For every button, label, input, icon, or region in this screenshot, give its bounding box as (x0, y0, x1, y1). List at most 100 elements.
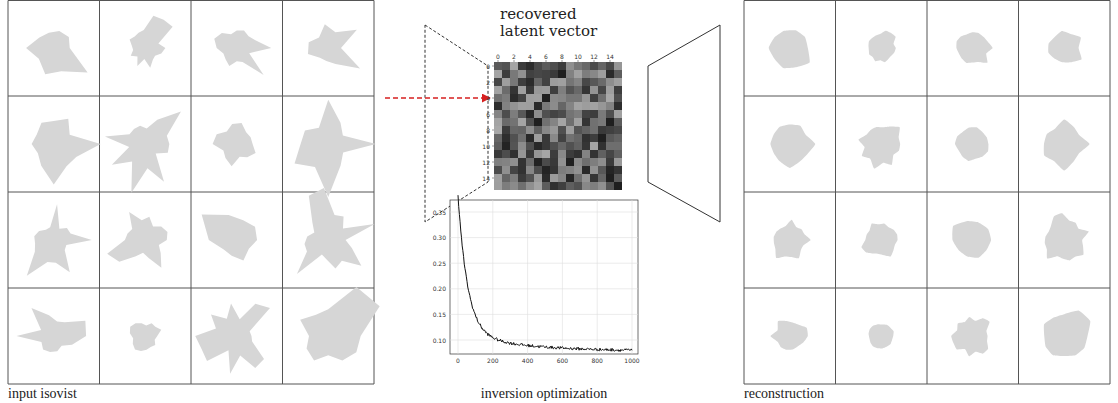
latent-cell (534, 166, 542, 174)
isovist-shape (300, 287, 379, 360)
latent-cell (494, 150, 502, 158)
latent-cell (526, 150, 534, 158)
latent-cell (502, 126, 510, 134)
latent-cell (614, 118, 622, 126)
latent-cell (550, 94, 558, 102)
latent-cell (558, 78, 566, 86)
latent-cell (566, 62, 574, 70)
latent-cell (502, 150, 510, 158)
latent-cell (558, 94, 566, 102)
latent-cell (510, 102, 518, 110)
isovist-shape (955, 127, 988, 161)
latent-cell (590, 166, 598, 174)
latent-cell (550, 110, 558, 118)
latent-cell (550, 62, 558, 70)
isovist-shape (951, 317, 989, 356)
latent-cell (558, 142, 566, 150)
latent-cell (510, 126, 518, 134)
latent-cell (534, 70, 542, 78)
latent-cell (558, 166, 566, 174)
isovist-shape (774, 220, 811, 258)
latent-cell (574, 94, 582, 102)
isovist-shape (16, 308, 86, 352)
grid-line (744, 384, 1110, 385)
latent-cell (598, 86, 606, 94)
latent-cell (566, 118, 574, 126)
latent-cell (510, 174, 518, 182)
tick-mark (492, 130, 494, 131)
tick-label: 400 (522, 357, 533, 364)
latent-cell (598, 126, 606, 134)
latent-cell (542, 134, 550, 142)
latent-cell (614, 134, 622, 142)
latent-cell (606, 78, 614, 86)
isovist-shape (769, 30, 810, 68)
latent-cell (502, 78, 510, 86)
tick-mark (562, 60, 563, 62)
latent-cell (598, 182, 606, 190)
latent-cell (606, 118, 614, 126)
tick-label: 6 (486, 111, 490, 118)
red-arrow (385, 97, 490, 99)
isovist-shape (1044, 120, 1090, 171)
latent-cell (574, 62, 582, 70)
latent-cell (574, 166, 582, 174)
latent-cell (534, 182, 542, 190)
latent-cell (542, 110, 550, 118)
chart-gridline (492, 200, 493, 354)
latent-cell (598, 134, 606, 142)
latent-cell (550, 166, 558, 174)
tick-label: 0 (456, 357, 460, 364)
isovist-shape (308, 24, 360, 68)
latent-cell (518, 166, 526, 174)
tick-mark (514, 60, 515, 62)
tick-label: 12 (590, 53, 598, 60)
latent-cell (494, 110, 502, 118)
tick-label: 0.10 (433, 337, 446, 344)
latent-cell (550, 102, 558, 110)
latent-cell (606, 150, 614, 158)
chart-gridline (450, 237, 638, 238)
latent-cell (526, 174, 534, 182)
isovist-shape (202, 215, 257, 261)
tick-label: 0 (496, 53, 500, 60)
latent-cell (518, 134, 526, 142)
latent-cell (590, 126, 598, 134)
latent-cell (542, 102, 550, 110)
latent-cell (582, 142, 590, 150)
latent-cell (502, 142, 510, 150)
tick-mark (492, 66, 494, 67)
latent-cell (518, 142, 526, 150)
isovist-shape (297, 188, 375, 274)
tick-label: 800 (591, 357, 602, 364)
latent-cell (614, 174, 622, 182)
latent-cell (502, 174, 510, 182)
isovist-shape (956, 32, 992, 63)
latent-cell (582, 102, 590, 110)
latent-cell (574, 86, 582, 94)
tick-mark (492, 82, 494, 83)
tick-mark (578, 60, 579, 62)
latent-cell (526, 78, 534, 86)
latent-cell (566, 126, 574, 134)
latent-cell (566, 102, 574, 110)
latent-cell (558, 86, 566, 94)
latent-cell (566, 78, 574, 86)
isovist-shape (26, 31, 87, 74)
grid-line (1018, 1, 1019, 385)
tick-label: 14 (482, 175, 490, 182)
latent-cell (606, 142, 614, 150)
latent-cell (494, 78, 502, 86)
latent-cell (550, 118, 558, 126)
latent-cell (494, 158, 502, 166)
latent-cell (502, 134, 510, 142)
latent-cell (614, 182, 622, 190)
isovist-shape (195, 304, 270, 374)
latent-cell (558, 70, 566, 78)
tick-mark (492, 114, 494, 115)
tick-label: 0.15 (433, 311, 446, 318)
latent-cell (518, 174, 526, 182)
tick-label: 2 (486, 79, 490, 86)
latent-cell (574, 142, 582, 150)
